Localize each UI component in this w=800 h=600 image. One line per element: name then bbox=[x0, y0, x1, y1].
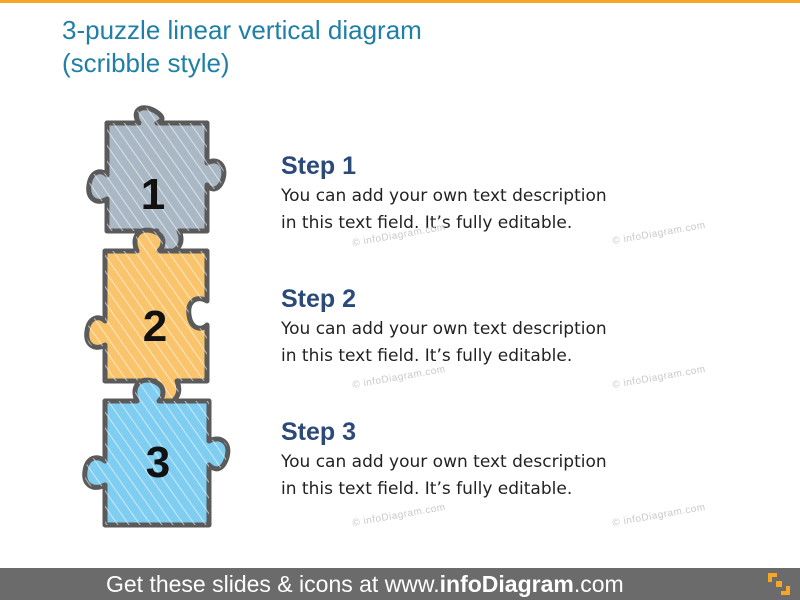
footer-bar: Get these slides & icons at www.infoDiag… bbox=[0, 568, 800, 600]
footer-suffix: .com bbox=[573, 571, 624, 597]
puzzle-piece-1: 1 bbox=[86, 105, 227, 255]
title-line-1: 3-puzzle linear vertical diagram bbox=[62, 15, 422, 45]
step-2-description: You can add your own text description in… bbox=[281, 316, 701, 370]
puzzle-piece-2: 2 bbox=[84, 227, 210, 405]
step-3-line-2: in this text field. It’s fully editable. bbox=[281, 479, 573, 499]
step-3-block: Step 3 You can add your own text descrip… bbox=[281, 417, 701, 503]
puzzle-diagram: 1 2 3 bbox=[82, 105, 231, 528]
footer-prefix: Get these slides & icons at www. bbox=[106, 571, 440, 597]
step-2-block: Step 2 You can add your own text descrip… bbox=[281, 284, 701, 370]
step-1-block: Step 1 You can add your own text descrip… bbox=[281, 151, 701, 237]
step-1-description: You can add your own text description in… bbox=[281, 183, 701, 237]
step-2-line-2: in this text field. It’s fully editable. bbox=[281, 346, 573, 366]
step-2-line-1: You can add your own text description bbox=[281, 319, 607, 339]
title-line-2: (scribble style) bbox=[62, 48, 230, 78]
watermark: © infoDiagram.com bbox=[611, 501, 707, 530]
infodiagram-logo-icon bbox=[768, 573, 790, 595]
puzzle-piece-3: 3 bbox=[82, 377, 231, 528]
puzzle-number-1: 1 bbox=[141, 170, 165, 219]
footer-brand: infoDiagram bbox=[439, 571, 574, 597]
step-3-line-1: You can add your own text description bbox=[281, 452, 607, 472]
page-title: 3-puzzle linear vertical diagram (scribb… bbox=[62, 14, 622, 80]
footer-text: Get these slides & icons at www.infoDiag… bbox=[106, 571, 624, 598]
step-1-line-2: in this text field. It’s fully editable. bbox=[281, 213, 573, 233]
step-1-line-1: You can add your own text description bbox=[281, 186, 607, 206]
puzzle-number-2: 2 bbox=[143, 302, 167, 351]
top-accent-rule bbox=[0, 0, 800, 3]
step-1-heading: Step 1 bbox=[281, 152, 357, 180]
watermark: © infoDiagram.com bbox=[351, 501, 447, 530]
puzzle-stack: 1 2 3 bbox=[55, 105, 265, 545]
puzzle-number-3: 3 bbox=[146, 438, 170, 487]
step-3-heading: Step 3 bbox=[281, 418, 357, 446]
step-2-heading: Step 2 bbox=[281, 285, 357, 313]
step-3-description: You can add your own text description in… bbox=[281, 449, 701, 503]
